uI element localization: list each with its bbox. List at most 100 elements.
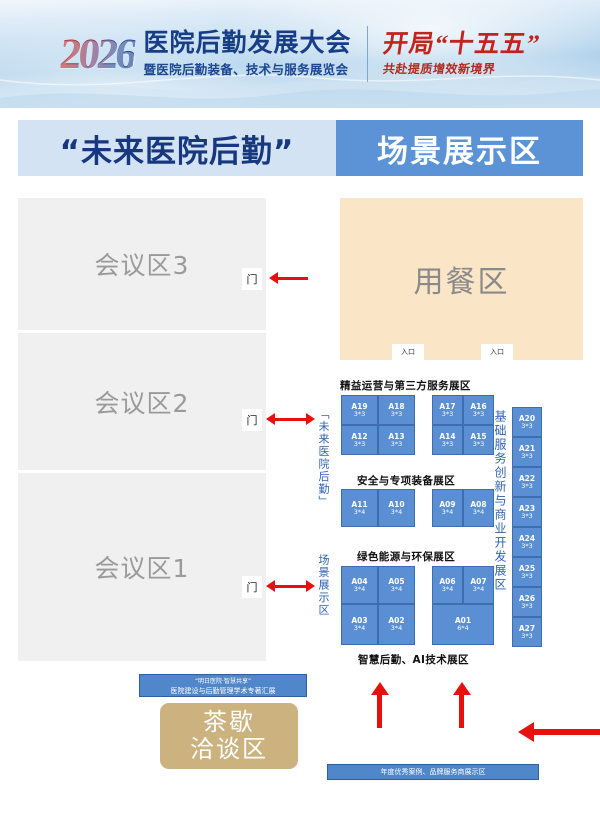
booth-id-label: A14	[439, 431, 456, 441]
zone-caption-green-energy: 绿色能源与环保展区	[357, 551, 456, 563]
academic-books-banner-line2: 医院建设与后勤管理学术专著汇展	[170, 686, 276, 695]
entry-flow-arrow-1-head-up-icon	[371, 682, 389, 695]
meeting-room-3[interactable]: 会议区3	[18, 198, 266, 330]
door1-arrow-head-right-icon	[306, 580, 315, 592]
door3-arrow-head-left-icon	[269, 272, 278, 284]
booth-id-label: A06	[439, 576, 456, 586]
booth-size-label: 3*3	[353, 439, 366, 448]
booth-size-label: 3*3	[441, 409, 454, 418]
dining-entrance-1[interactable]: 入口	[392, 344, 424, 360]
year-logo: 2026	[58, 30, 137, 78]
vertical-label-scene-display-zone: 场景展示区	[317, 554, 330, 617]
dining-area[interactable]: 用餐区	[340, 198, 583, 360]
vertical-label-basic-service-zone: 基础服务创新与商业开发展区	[493, 410, 507, 592]
tea-break-area-line1: 茶歇	[203, 708, 255, 737]
booth-id-label: A26	[518, 593, 536, 603]
booth-size-label: 3*3	[521, 571, 533, 580]
booth-size-label: 3*3	[472, 409, 485, 418]
booth-id-label: A01	[454, 616, 472, 626]
door-marker-2[interactable]: 门	[242, 409, 262, 431]
booth-id-label: A05	[388, 576, 405, 586]
booth-id-label: A13	[388, 431, 405, 441]
tea-break-area-line2: 洽谈区	[190, 735, 268, 763]
booth-id-label: A22	[518, 473, 536, 483]
entry-flow-arrow-1-shaft	[377, 694, 382, 728]
slogan-secondary: 共赴提质增效新境界	[381, 62, 496, 77]
section-title-bar: “未来医院后勤” 场景展示区	[18, 120, 583, 176]
booth-id-label: A11	[351, 499, 368, 509]
booth-id-label: A25	[518, 563, 536, 573]
booth-size-label: 3*4	[390, 507, 403, 516]
booth-id-label: A24	[518, 533, 536, 543]
event-main-title: 医院后勤发展大会	[143, 28, 352, 58]
booth-size-label: 3*4	[441, 584, 454, 593]
booth-size-label: 3*3	[521, 421, 533, 430]
door-marker-1[interactable]: 门	[242, 576, 262, 598]
door3-arrow-shaft	[278, 277, 308, 280]
meeting-room-1-label: 会议区1	[94, 554, 190, 583]
booth-size-label: 3*4	[441, 507, 454, 516]
academic-books-banner[interactable]: “明日医院·智慧共享” 医院建设与后勤管理学术专著汇展	[139, 674, 307, 697]
dining-area-label: 用餐区	[413, 265, 510, 300]
booth-size-label: 3*4	[390, 624, 403, 633]
door2-arrow-shaft	[275, 418, 307, 421]
booth-id-label: A08	[470, 499, 487, 509]
meeting-room-1[interactable]: 会议区1	[18, 473, 266, 661]
booth-size-label: 3*4	[472, 584, 485, 593]
booth-size-label: 3*3	[390, 409, 403, 418]
booth-id-label: A07	[470, 576, 487, 586]
door-marker-3[interactable]: 门	[242, 268, 262, 290]
annual-cases-banner[interactable]: 年度优秀案例、品牌服务商展示区	[327, 764, 539, 780]
dining-entrance-2[interactable]: 入口	[481, 344, 513, 360]
booth-id-label: A16	[470, 401, 487, 411]
booth-size-label: 3*3	[390, 439, 403, 448]
booth-size-label: 3*3	[521, 631, 533, 640]
booth-id-label: A19	[351, 401, 368, 411]
event-header-banner: 2026 医院后勤发展大会 暨医院后勤装备、技术与服务展览会 开局“十五五” 共…	[0, 0, 600, 108]
booth-id-label: A12	[351, 431, 368, 441]
booth-id-label: A27	[518, 623, 536, 633]
door1-arrow-head-left-icon	[266, 580, 275, 592]
entry-flow-arrow-3-head-left-icon	[518, 722, 534, 742]
booth-size-label: 3*3	[441, 439, 454, 448]
meeting-room-2[interactable]: 会议区2	[18, 333, 266, 470]
zone-caption-smart-logistics: 智慧后勤、AI技术展区	[358, 654, 469, 666]
entry-flow-arrow-2-shaft	[459, 694, 464, 728]
booth-size-label: 3*4	[353, 507, 366, 516]
tea-break-area[interactable]: 茶歇 洽谈区	[160, 703, 298, 769]
zone-caption-lean-operations: 精益运营与第三方服务展区	[340, 380, 471, 392]
meeting-room-2-label: 会议区2	[94, 388, 190, 418]
booth-size-label: 3*4	[353, 624, 366, 633]
booth-size-label: 3*3	[521, 451, 533, 460]
title-bar-left: “未来医院后勤”	[18, 120, 336, 176]
meeting-room-3-label: 会议区3	[94, 251, 190, 280]
booth-size-label: 3*3	[521, 601, 533, 610]
